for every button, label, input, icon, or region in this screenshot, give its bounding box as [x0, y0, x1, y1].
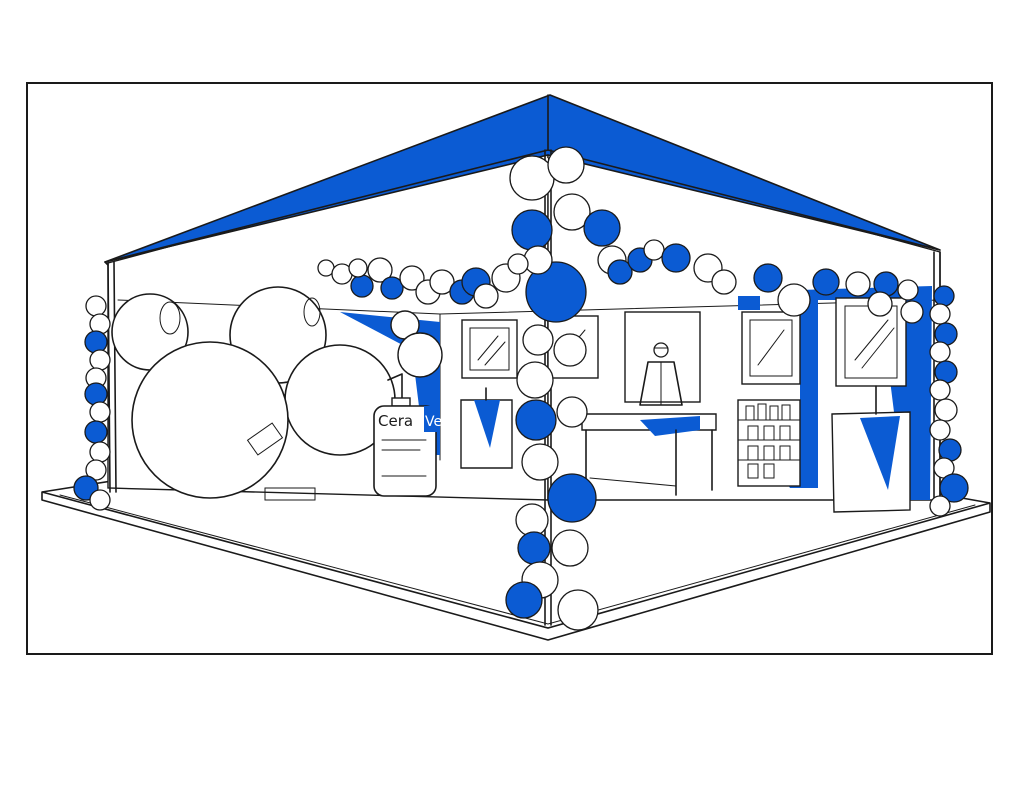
service-counter	[581, 413, 717, 496]
balloon	[929, 495, 951, 517]
staff-person	[639, 342, 683, 406]
balloon	[89, 441, 111, 463]
balloon	[84, 382, 108, 406]
balloon	[509, 155, 555, 201]
bottle-label-cera: Cera	[378, 412, 413, 430]
balloon	[929, 341, 951, 363]
balloon	[939, 473, 969, 503]
balloon	[933, 285, 955, 307]
balloon	[89, 489, 111, 511]
balloon	[367, 257, 393, 283]
balloon	[348, 258, 368, 278]
balloon	[553, 193, 591, 231]
balloon	[85, 459, 107, 481]
balloon	[812, 268, 840, 296]
balloon	[89, 349, 111, 371]
balloon	[516, 361, 554, 399]
balloon	[547, 146, 585, 184]
balloon	[777, 283, 811, 317]
giant-bubbles	[111, 286, 443, 501]
balloon	[85, 295, 107, 317]
balloon	[583, 209, 621, 247]
balloon	[556, 396, 588, 428]
balloon	[845, 271, 871, 297]
balloon	[521, 443, 559, 481]
balloon	[429, 269, 455, 295]
balloon	[89, 401, 111, 423]
balloon	[517, 531, 551, 565]
balloon	[399, 265, 425, 291]
balloon	[511, 209, 553, 251]
balloon	[929, 303, 951, 325]
balloon	[523, 245, 553, 275]
balloon	[607, 259, 633, 285]
product-shelf	[737, 399, 801, 487]
balloon	[380, 276, 404, 300]
balloon	[515, 503, 549, 537]
product-bottle: Cera Ve	[373, 373, 442, 497]
balloon	[84, 330, 108, 354]
balloon	[753, 263, 783, 293]
sink-pedestals	[460, 385, 911, 513]
balloon	[525, 261, 587, 323]
balloon	[711, 269, 737, 295]
balloon	[522, 324, 554, 356]
balloon	[643, 239, 665, 261]
balloon	[473, 283, 499, 309]
balloon-garlands	[73, 146, 969, 631]
booth-roof	[104, 94, 941, 266]
balloon	[929, 379, 951, 401]
balloon	[505, 581, 543, 619]
balloon	[897, 279, 919, 301]
balloon	[553, 333, 587, 367]
balloon	[84, 420, 108, 444]
balloon	[557, 589, 599, 631]
balloon	[900, 300, 924, 324]
balloon	[515, 399, 557, 441]
balloon	[934, 398, 958, 422]
balloon	[547, 473, 597, 523]
bottle-label-ve: Ve	[425, 414, 442, 430]
balloon	[661, 243, 691, 273]
balloon	[867, 291, 893, 317]
balloon	[929, 419, 951, 441]
balloon	[507, 253, 529, 275]
balloon	[350, 274, 374, 298]
balloon	[551, 529, 589, 567]
